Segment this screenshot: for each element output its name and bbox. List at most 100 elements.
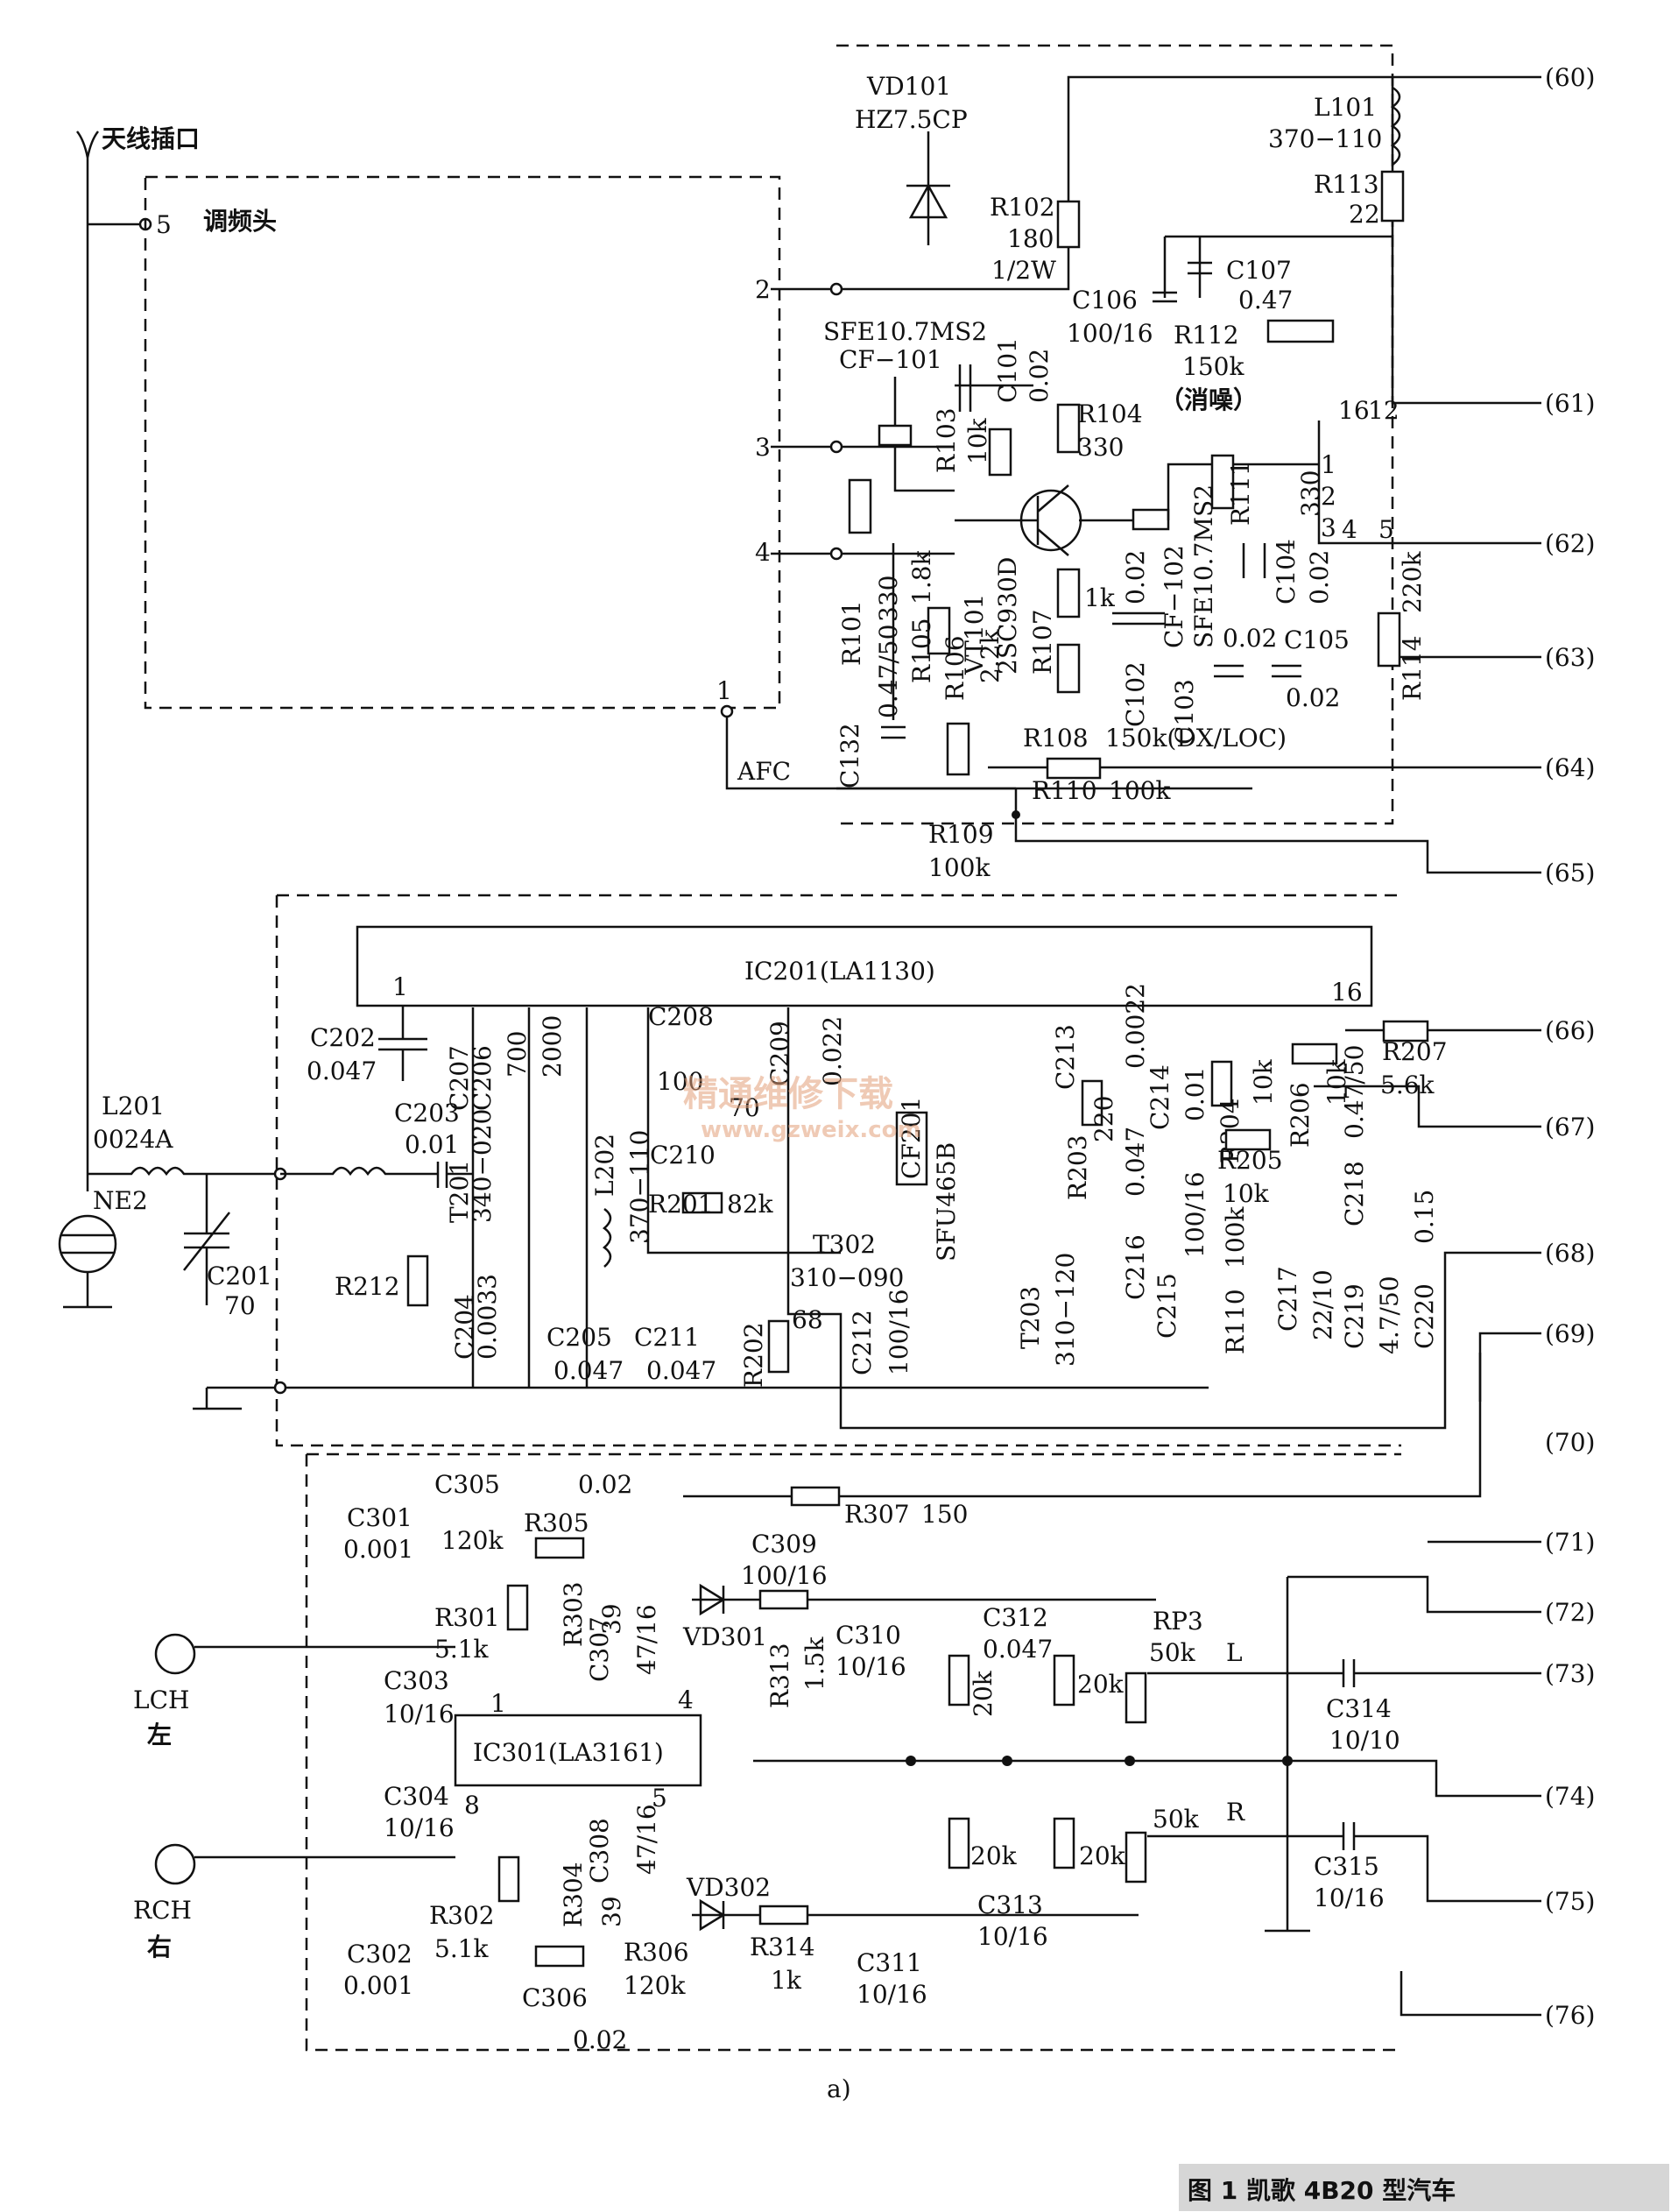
svg-text:10/16: 10/16 [977,1922,1048,1951]
r307-resistor [790,1486,841,1507]
svg-text:（消噪）: （消噪） [1160,385,1258,414]
r301-resistor [506,1584,529,1631]
svg-text:C314: C314 [1326,1694,1392,1723]
svg-text:T302: T302 [813,1230,876,1259]
svg-text:C208: C208 [648,1002,714,1031]
svg-text:R114: R114 [1398,635,1427,701]
svg-text:20k: 20k [969,1670,998,1717]
svg-text:C215: C215 [1153,1273,1181,1339]
r202-resistor [767,1319,790,1374]
pot-20k-2 [1053,1654,1075,1707]
svg-text:0.047: 0.047 [553,1356,624,1385]
svg-text:L101: L101 [1314,93,1377,122]
svg-text:4.7/50: 4.7/50 [1375,1276,1404,1354]
svg-text:100k: 100k [1221,1206,1250,1269]
svg-text:50k: 50k [1153,1805,1200,1834]
svg-text:2SC930D: 2SC930D [993,557,1022,675]
svg-text:C210: C210 [650,1141,716,1170]
svg-text:SFE10.7MS2: SFE10.7MS2 [1189,484,1218,648]
svg-text:100/16: 100/16 [885,1289,913,1375]
svg-text:R303: R303 [559,1581,588,1647]
svg-text:10/16: 10/16 [384,1700,455,1728]
r305-resistor [534,1537,585,1559]
svg-text:0.02: 0.02 [1223,624,1277,653]
ne2-lamp [58,1214,117,1274]
l202-coil [602,1207,612,1268]
svg-text:50k: 50k [1149,1638,1196,1667]
svg-text:10k: 10k [963,417,992,464]
r106-resistor [946,722,970,776]
svg-text:0.047: 0.047 [646,1356,716,1385]
svg-text:1/2W: 1/2W [991,256,1056,285]
svg-text:100/16: 100/16 [1181,1171,1209,1258]
svg-text:R306: R306 [624,1938,689,1967]
svg-text:C107: C107 [1226,256,1292,285]
svg-text:R307: R307 [844,1500,910,1529]
pot-20k-3 [948,1817,970,1869]
svg-text:C301: C301 [347,1503,412,1532]
svg-text:310−120: 310−120 [1051,1253,1080,1367]
svg-text:C310: C310 [836,1621,901,1650]
svg-text:8: 8 [464,1791,480,1820]
r-balance-pot[interactable] [1125,1831,1147,1883]
tuner-pin4: 4 [755,538,771,567]
connector-labels: (60) (61) (62) (63) (64) (65) (66) (67) … [1545,63,1595,2030]
svg-text:C303: C303 [384,1666,449,1695]
cf102-filter [1132,508,1170,531]
svg-text:R212: R212 [335,1272,400,1301]
svg-text:1: 1 [392,972,408,1001]
svg-text:0.047: 0.047 [307,1057,377,1085]
r306-resistor [534,1945,585,1968]
svg-text:150k: 150k [1182,352,1244,381]
svg-text:C312: C312 [983,1603,1048,1632]
svg-text:SFU465B: SFU465B [932,1142,961,1261]
ic201 [356,925,1373,1007]
svg-text:10/16: 10/16 [857,1980,927,2009]
svg-text:22/10: 22/10 [1308,1269,1337,1340]
svg-text:C305: C305 [434,1470,500,1499]
rch-jack[interactable] [154,1843,196,1885]
svg-text:VT101: VT101 [960,594,989,675]
conn-71: (71) [1545,1528,1595,1557]
svg-text:39: 39 [597,1603,626,1635]
svg-text:C209: C209 [765,1021,794,1086]
antenna-section: 天线插口 5 调频头 2 3 4 1 AFC [76,124,1016,1191]
cf101-filter [878,424,913,447]
svg-text:C307: C307 [585,1616,614,1682]
r113-resistor [1380,170,1405,223]
svg-text:120k: 120k [624,1971,686,2000]
svg-text:0.001: 0.001 [343,1535,413,1564]
svg-text:R107: R107 [1028,609,1057,675]
svg-text:0.47/50: 0.47/50 [1340,1045,1369,1139]
svg-text:10/16: 10/16 [1314,1883,1385,1912]
svg-text:R314: R314 [750,1933,815,1961]
figure-caption: 图 1 凯歌 4B20 型汽车 [1188,2176,1456,2205]
svg-text:0.047: 0.047 [1121,1127,1150,1197]
lch-jack[interactable] [154,1633,196,1675]
svg-text:0.0022: 0.0022 [1121,983,1150,1069]
rp3-pot[interactable] [1125,1671,1147,1724]
conn-63: (63) [1545,643,1595,672]
svg-text:0.02: 0.02 [578,1470,632,1499]
r205-resistor [1224,1128,1272,1151]
r203-resistor [1081,1079,1103,1127]
tuner-pin1: 1 [716,676,732,705]
svg-text:C211: C211 [634,1323,700,1352]
svg-text:120k: 120k [441,1526,504,1555]
svg-text:R102: R102 [990,193,1055,222]
svg-text:R313: R313 [765,1643,794,1708]
svg-text:NE2: NE2 [93,1186,148,1215]
svg-text:2000: 2000 [538,1015,567,1078]
svg-text:12: 12 [1368,396,1400,425]
svg-text:22: 22 [1349,200,1380,229]
conn-76: (76) [1545,2001,1595,2030]
conn-61: (61) [1545,389,1595,418]
svg-text:5.1k: 5.1k [434,1934,490,1963]
svg-text:C103: C103 [1170,679,1199,745]
svg-text:10/16: 10/16 [836,1652,906,1681]
svg-text:C106: C106 [1072,286,1138,314]
watermark: 精通维修下载 [683,1074,893,1114]
tuner-pin5: 5 [156,210,172,239]
svg-text:0.02: 0.02 [1121,550,1150,604]
